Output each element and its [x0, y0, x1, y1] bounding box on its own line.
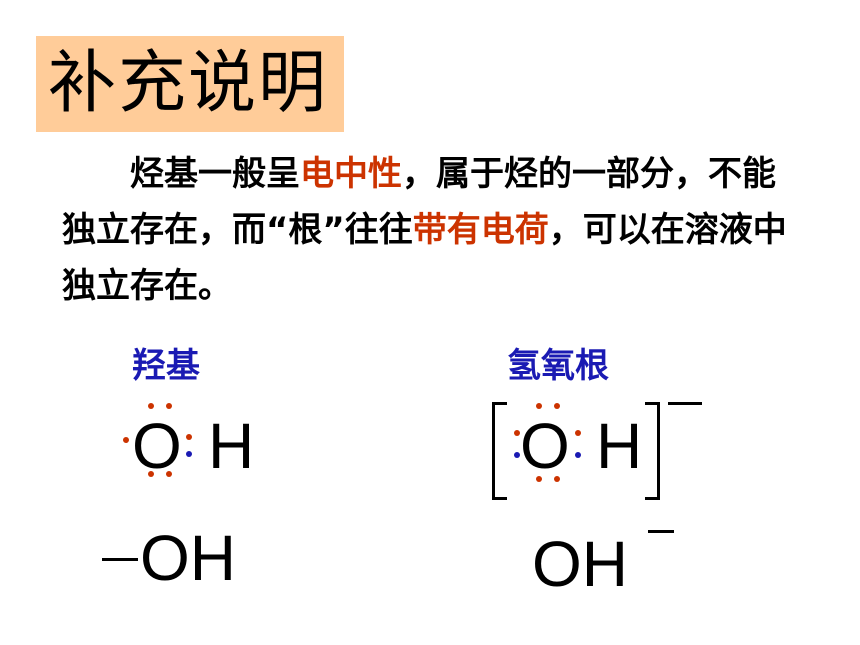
left-bracket: [492, 402, 507, 500]
hydroxyl-label: 羟基: [132, 346, 200, 386]
electron-dot: [514, 452, 520, 458]
title-box: [36, 36, 344, 132]
hydroxyl-formula-text: OH: [140, 522, 236, 594]
electron-dot: [554, 403, 560, 409]
hydroxyl-h-atom: H: [208, 410, 255, 482]
ion-charge-minus: [668, 402, 702, 405]
para-text-1: 烃基一般呈: [130, 154, 300, 194]
electron-dot: [554, 476, 560, 482]
electron-dot: [148, 471, 154, 477]
hydroxide-formula-text: OH: [532, 528, 628, 600]
hydroxide-label: 氢氧根: [507, 346, 609, 386]
hydroxyl-o-atom: O: [132, 410, 182, 482]
para-text-2: ，属于烃的一部分，不能独立存在，而“根”往往: [62, 154, 776, 250]
electron-dot: [148, 403, 154, 409]
hydroxide-o-atom: O: [520, 410, 570, 482]
slide-title: 补充说明: [48, 44, 329, 123]
electron-dot: [186, 434, 192, 440]
electron-dot: [186, 451, 192, 457]
electron-dot: [575, 430, 581, 436]
ion-charge-minus: [648, 530, 674, 533]
electron-dot: [123, 437, 129, 443]
highlight-charged: 带有电荷: [412, 210, 549, 250]
electron-dot: [536, 476, 542, 482]
electron-dot: [514, 430, 520, 436]
electron-dot: [166, 403, 172, 409]
electron-dot: [536, 403, 542, 409]
explanation-paragraph: 烃基一般呈电中性，属于烃的一部分，不能独立存在，而“根”往往带有电荷，可以在溶液…: [62, 146, 802, 314]
hydroxide-h-atom: H: [596, 410, 643, 482]
highlight-neutral: 电中性: [300, 154, 402, 194]
electron-dot: [575, 452, 581, 458]
right-bracket: [645, 402, 660, 500]
bond-dash: [102, 558, 138, 561]
electron-dot: [166, 471, 172, 477]
para-text-3: ，可以在溶液中独立存在。: [62, 210, 787, 306]
